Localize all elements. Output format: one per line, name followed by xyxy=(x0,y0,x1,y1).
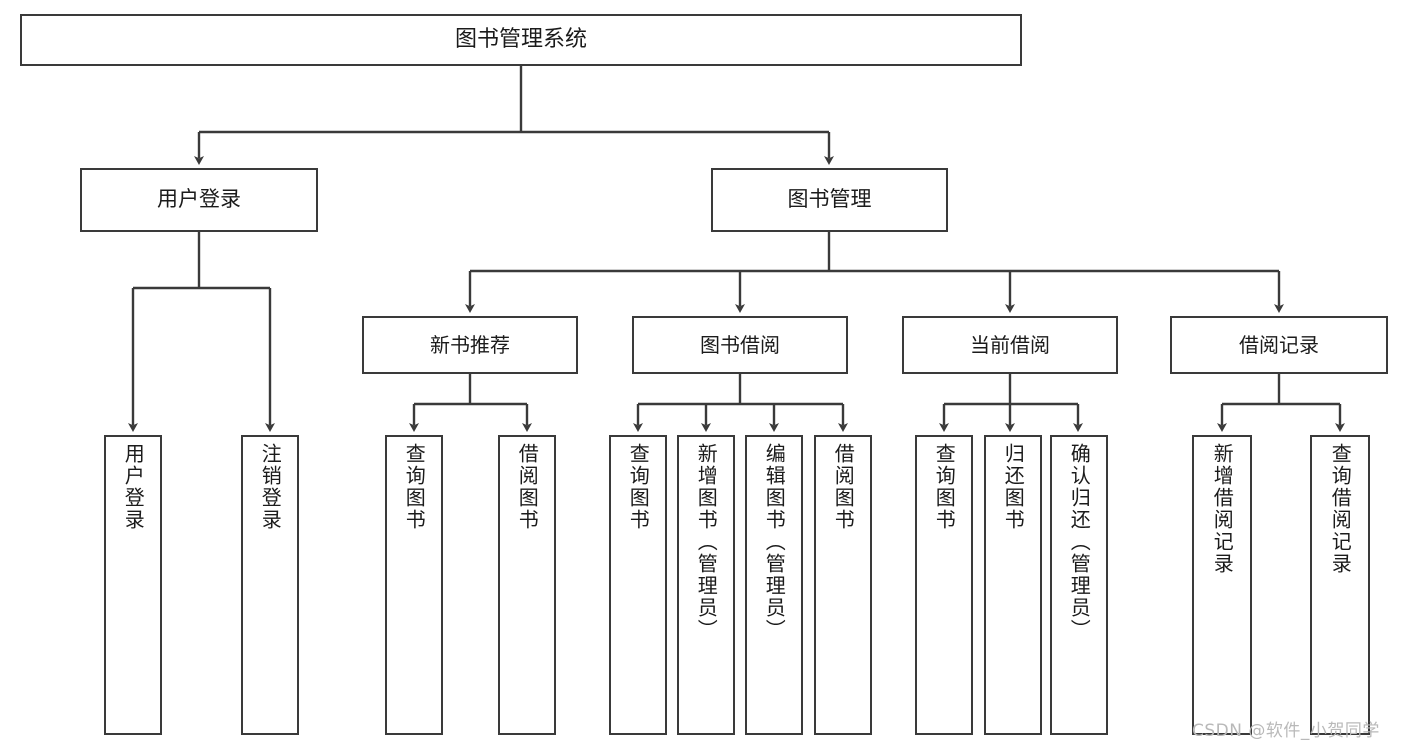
leaf-borrow-record-add[interactable]: 新增借阅记录 xyxy=(1192,435,1252,735)
node-label: 注销登录 xyxy=(258,443,283,531)
leaf-current-borrow-query[interactable]: 查询图书 xyxy=(915,435,973,735)
leaf-book-borrow-query[interactable]: 查询图书 xyxy=(609,435,667,735)
node-label: 查询图书 xyxy=(932,443,957,531)
node-label: 新增借阅记录 xyxy=(1210,443,1235,575)
node-label: 当前借阅 xyxy=(970,332,1050,357)
leaf-user-login-logout[interactable]: 注销登录 xyxy=(241,435,299,735)
node-label: 查询图书 xyxy=(402,443,427,531)
leaf-book-borrow-edit[interactable]: 编辑图书（管理员） xyxy=(745,435,803,735)
node-book-borrow[interactable]: 图书借阅 xyxy=(632,316,848,374)
node-label: 图书管理 xyxy=(787,187,872,212)
node-label: 图书管理系统 xyxy=(454,26,587,52)
node-label: 新增图书（管理员） xyxy=(694,443,719,641)
leaf-user-login-login[interactable]: 用户登录 xyxy=(104,435,162,735)
node-label: 用户登录 xyxy=(121,443,146,531)
leaf-current-borrow-confirm-return[interactable]: 确认归还（管理员） xyxy=(1050,435,1108,735)
node-user-login[interactable]: 用户登录 xyxy=(80,168,318,232)
node-label: 借阅图书 xyxy=(831,443,856,531)
node-label: 用户登录 xyxy=(157,187,241,212)
node-label: 查询图书 xyxy=(626,443,651,531)
node-borrow-record[interactable]: 借阅记录 xyxy=(1170,316,1388,374)
node-label: 编辑图书（管理员） xyxy=(762,443,787,641)
leaf-borrow-record-query[interactable]: 查询借阅记录 xyxy=(1310,435,1370,735)
leaf-book-borrow-borrow[interactable]: 借阅图书 xyxy=(814,435,872,735)
node-label: 借阅图书 xyxy=(515,443,540,531)
node-label: 确认归还（管理员） xyxy=(1067,443,1092,641)
node-label: 图书借阅 xyxy=(700,332,780,357)
node-label: 新书推荐 xyxy=(430,332,510,357)
node-label: 归还图书 xyxy=(1001,443,1026,531)
node-book-management[interactable]: 图书管理 xyxy=(711,168,948,232)
leaf-current-borrow-return[interactable]: 归还图书 xyxy=(984,435,1042,735)
node-new-book-recommend[interactable]: 新书推荐 xyxy=(362,316,578,374)
node-current-borrow[interactable]: 当前借阅 xyxy=(902,316,1118,374)
node-label: 借阅记录 xyxy=(1239,332,1319,357)
leaf-book-borrow-add[interactable]: 新增图书（管理员） xyxy=(677,435,735,735)
node-label: 查询借阅记录 xyxy=(1328,443,1353,575)
node-root-library-system[interactable]: 图书管理系统 xyxy=(20,14,1022,66)
leaf-new-book-borrow[interactable]: 借阅图书 xyxy=(498,435,556,735)
csdn-watermark: CSDN @软件_小贺同学 xyxy=(1192,721,1380,741)
leaf-new-book-query[interactable]: 查询图书 xyxy=(385,435,443,735)
